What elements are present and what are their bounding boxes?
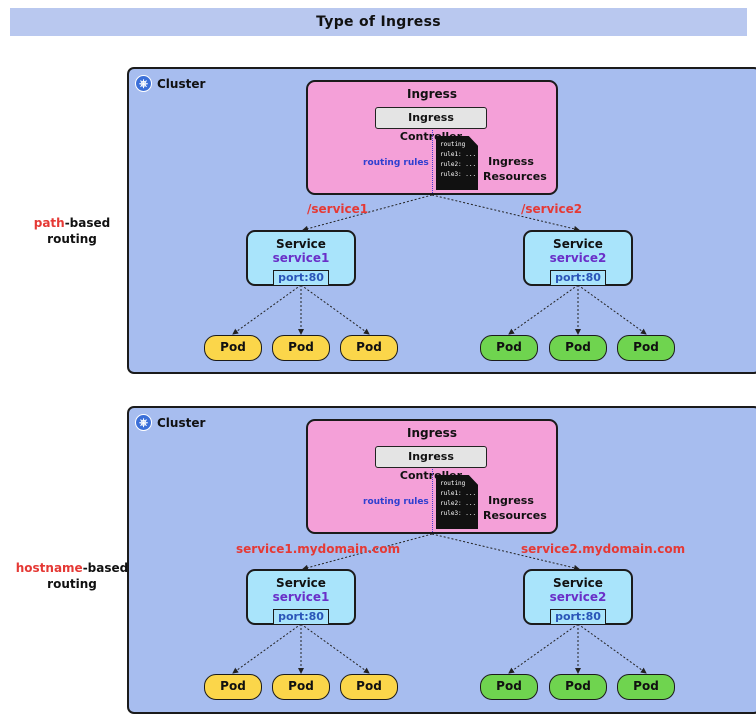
pod: Pod [340, 674, 398, 700]
pod: Pod [617, 674, 675, 700]
ingress-resources-label: Ingress Resources [483, 493, 547, 523]
cluster-label: Cluster [157, 76, 206, 91]
service-port: port:80 [550, 270, 606, 286]
pod: Pod [549, 335, 607, 361]
service-box-2: Service service2 port:80 [523, 569, 633, 625]
routing-type-suffix: -based [82, 561, 129, 575]
service-name: service1 [272, 251, 330, 265]
kubernetes-helm-icon: ⎈ [135, 75, 152, 92]
ingress-box: Ingress Ingress Controller routing rules… [306, 419, 558, 534]
service-port: port:80 [550, 609, 606, 625]
resources-line2: Resources [483, 509, 547, 522]
routing-rules-label: routing rules [363, 497, 429, 507]
ingress-title: Ingress [407, 426, 457, 440]
doc-line: rule3: ... [440, 510, 477, 517]
pod: Pod [272, 674, 330, 700]
ingress-box: Ingress Ingress Controller routing rules… [306, 80, 558, 195]
doc-line: rule2: ... [440, 161, 477, 168]
service-title: Service [276, 237, 326, 251]
route-label-service2: /service2 [521, 202, 583, 216]
ingress-controller: Ingress Controller [375, 107, 487, 143]
service-box-1: Service service1 port:80 [246, 230, 356, 286]
doc-line: routing [440, 141, 466, 148]
doc-line: routing [440, 480, 466, 487]
resources-line2: Resources [483, 170, 547, 183]
resources-line1: Ingress [488, 155, 534, 168]
doc-line: rule3: ... [440, 171, 477, 178]
pod: Pod [480, 335, 538, 361]
route-label-service1: service1.mydomain.com [236, 542, 401, 556]
routing-divider [432, 130, 433, 193]
pod: Pod [204, 674, 262, 700]
cluster-label: Cluster [157, 415, 206, 430]
document-icon: routing rule1: ... rule2: ... rule3: ... [436, 136, 478, 190]
document-icon: routing rule1: ... rule2: ... rule3: ... [436, 475, 478, 529]
hostname-routing-label: hostname-based routing [12, 560, 132, 592]
cluster-header: ⎈ Cluster [135, 414, 205, 431]
service-name: service2 [549, 590, 607, 604]
routing-type-suffix: -based [64, 216, 111, 230]
pod: Pod [272, 335, 330, 361]
route-label-service1: /service1 [307, 202, 369, 216]
pod: Pod [204, 335, 262, 361]
connector-lines [232, 194, 647, 335]
doc-line: rule1: ... [440, 490, 477, 497]
cluster-hostname-based: ⎈ Cluster Ingress Ingress Controller rou… [127, 406, 756, 714]
routing-type-line2: routing [47, 232, 97, 246]
page-title-text: Type of Ingress [316, 14, 441, 30]
ingress-controller: Ingress Controller [375, 446, 487, 482]
service-box-2: Service service2 port:80 [523, 230, 633, 286]
ingress-title: Ingress [407, 87, 457, 101]
routing-divider [432, 469, 433, 532]
page-title: Type of Ingress [10, 8, 747, 36]
cluster-header: ⎈ Cluster [135, 75, 205, 92]
routing-type-accent: path [33, 216, 65, 230]
doc-line: rule1: ... [440, 151, 477, 158]
service-title: Service [553, 576, 603, 590]
pod: Pod [617, 335, 675, 361]
service-port: port:80 [273, 270, 329, 286]
doc-line: rule2: ... [440, 500, 477, 507]
service-title: Service [553, 237, 603, 251]
service-port: port:80 [273, 609, 329, 625]
connector-lines [232, 533, 647, 674]
ingress-resources-label: Ingress Resources [483, 154, 547, 184]
path-routing-label: path-based routing [12, 215, 132, 247]
routing-rules-label: routing rules [363, 158, 429, 168]
pod: Pod [340, 335, 398, 361]
service-title: Service [276, 576, 326, 590]
route-label-service2: service2.mydomain.com [521, 542, 686, 556]
resources-line1: Ingress [488, 494, 534, 507]
routing-type-accent: hostname [15, 561, 83, 575]
pod: Pod [549, 674, 607, 700]
pod: Pod [480, 674, 538, 700]
cluster-path-based: ⎈ Cluster Ingress Ingress Controller rou… [127, 67, 756, 374]
service-name: service2 [549, 251, 607, 265]
service-name: service1 [272, 590, 330, 604]
routing-type-line2: routing [47, 577, 97, 591]
kubernetes-helm-icon: ⎈ [135, 414, 152, 431]
service-box-1: Service service1 port:80 [246, 569, 356, 625]
